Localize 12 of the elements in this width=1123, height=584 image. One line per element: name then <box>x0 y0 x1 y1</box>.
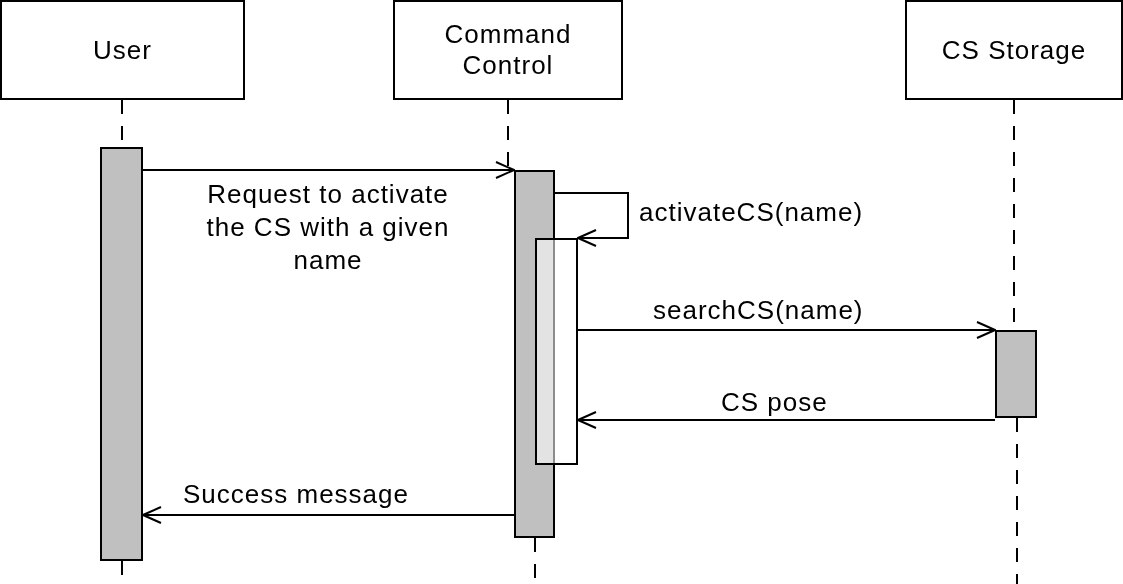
activation-bar <box>535 238 578 465</box>
lifeline-header-box: User <box>0 0 245 100</box>
activation-bar <box>100 147 143 561</box>
message-arrow <box>577 321 996 339</box>
message-arrow <box>554 192 629 247</box>
message-arrow <box>577 411 996 429</box>
lifeline-header-box: CS Storage <box>905 0 1123 100</box>
activation-bar <box>514 170 555 538</box>
lifeline-header-box: Command Control <box>393 0 623 100</box>
message-arrow <box>142 161 515 179</box>
activation-bar <box>995 330 1037 418</box>
message-arrow <box>142 506 515 524</box>
